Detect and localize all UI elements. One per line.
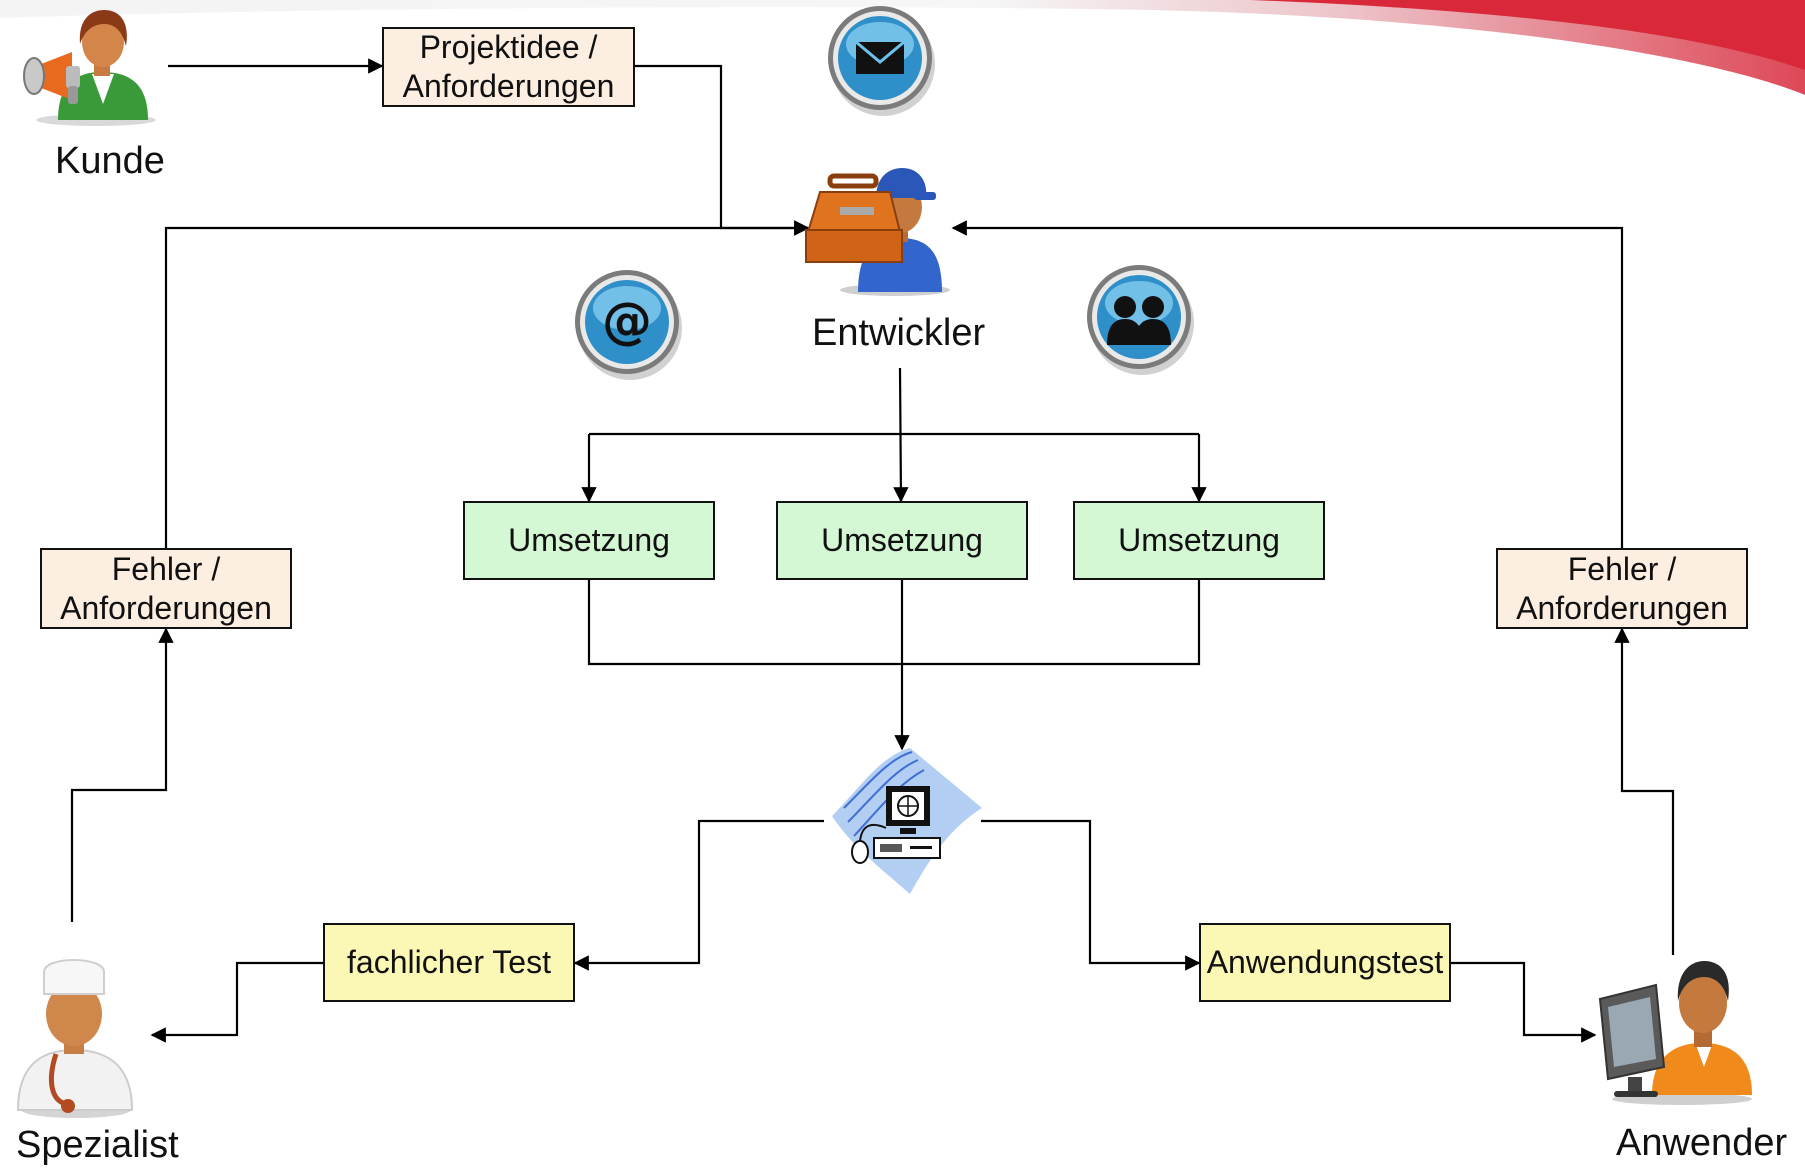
arrow-anwender-fehler-rechts bbox=[1614, 627, 1675, 955]
box-umsetzung-2: Umsetzung bbox=[776, 501, 1028, 580]
box-fehler-rechts: Fehler / Anforderungen bbox=[1496, 548, 1748, 629]
box-fehler-links: Fehler / Anforderungen bbox=[40, 548, 292, 629]
label-anwender: Anwender bbox=[1616, 1122, 1788, 1164]
merge-line bbox=[587, 580, 1201, 666]
box-anwendungstest-label: Anwendungstest bbox=[1206, 944, 1444, 980]
svg-text:@: @ bbox=[602, 292, 652, 350]
developer-toolbox-icon bbox=[805, 168, 950, 296]
arrow-anwendungstest-anwender bbox=[1451, 961, 1597, 1043]
label-entwickler: Entwickler bbox=[812, 312, 986, 354]
box-fehler-links-label: Fehler / Anforderungen bbox=[60, 550, 272, 626]
mail-icon bbox=[828, 6, 935, 116]
box-fachlicher-test: fachlicher Test bbox=[323, 923, 575, 1002]
arrow-fehler-links-entwickler bbox=[164, 220, 810, 548]
box-projektidee-label: Projektidee / Anforderungen bbox=[402, 29, 615, 104]
customer-megaphone-icon bbox=[23, 10, 156, 126]
box-fachlicher-test-label: fachlicher Test bbox=[347, 944, 551, 980]
arrow-computer-anwendungstest bbox=[981, 819, 1201, 971]
arrow-projektidee-entwickler bbox=[635, 64, 810, 236]
label-kunde: Kunde bbox=[55, 140, 165, 182]
computer-workstation-icon bbox=[832, 748, 982, 894]
box-umsetzung-2-label: Umsetzung bbox=[821, 522, 983, 558]
box-anwendungstest: Anwendungstest bbox=[1199, 923, 1451, 1002]
arrow-spezialist-fehler-links bbox=[70, 627, 174, 922]
doctor-specialist-icon bbox=[16, 959, 134, 1118]
box-projektidee: Projektidee / Anforderungen bbox=[382, 27, 635, 107]
label-spezialist: Spezialist bbox=[16, 1124, 179, 1166]
people-icon bbox=[1087, 265, 1194, 375]
user-at-computer-icon bbox=[1598, 961, 1752, 1105]
box-umsetzung-1-label: Umsetzung bbox=[508, 522, 670, 558]
box-umsetzung-3: Umsetzung bbox=[1073, 501, 1325, 580]
at-sign-icon: @ bbox=[575, 270, 682, 380]
box-fehler-rechts-label: Fehler / Anforderungen bbox=[1516, 550, 1728, 626]
box-umsetzung-3-label: Umsetzung bbox=[1118, 522, 1280, 558]
arrow-fehler-rechts-entwickler bbox=[951, 220, 1624, 548]
box-umsetzung-1: Umsetzung bbox=[463, 501, 715, 580]
arrow-test-spezialist bbox=[150, 961, 323, 1043]
arrow-computer-fachlicher-test bbox=[573, 819, 824, 971]
